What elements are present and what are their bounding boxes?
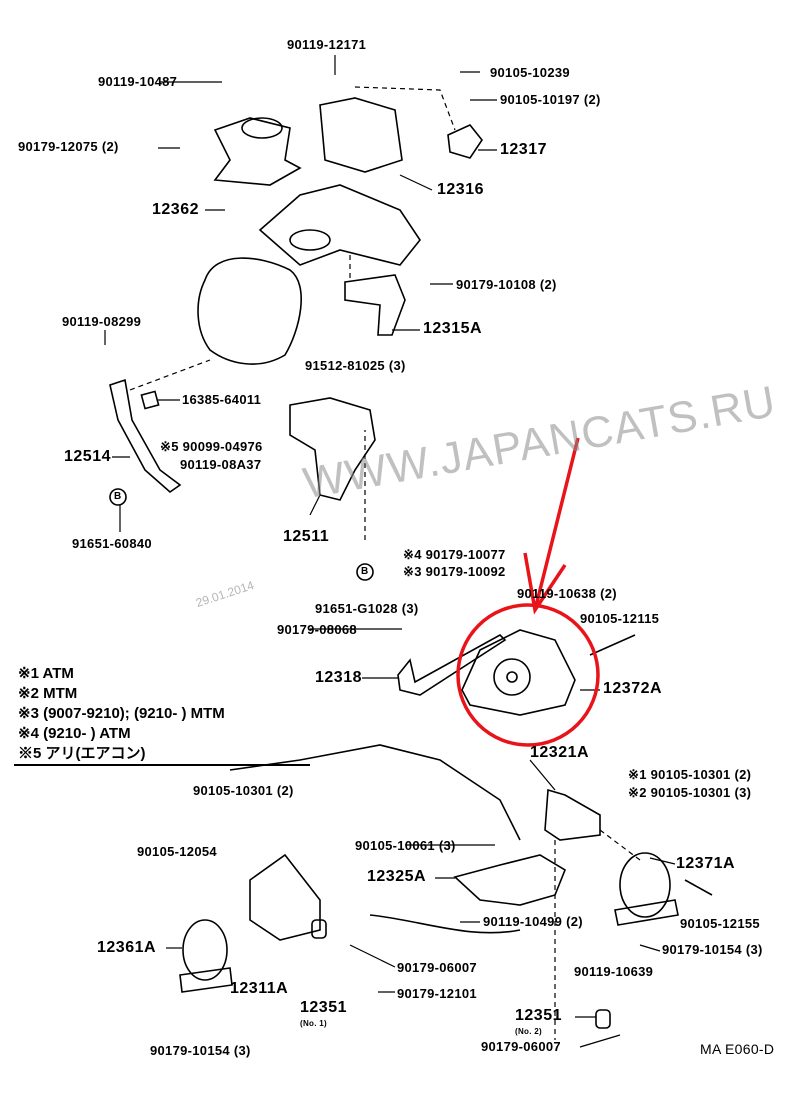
part-label: 12317 [500,141,547,158]
part-label: 91651-60840 [72,536,152,551]
part-label: 91651-G1028 (3) [315,601,419,616]
part-label: 90179-06007 [481,1039,561,1054]
bracket-12315A [344,274,406,336]
legend-divider [14,764,310,766]
part-label: 90119-10499 (2) [483,914,583,929]
marker-b1-circle [109,488,127,506]
bushing-12351-no2 [595,1009,611,1029]
part-label: 90179-12101 [397,986,477,1001]
legend-item: ※1 ATM [18,665,74,682]
bracket-12311A [249,853,321,941]
legend-item: ※3 (9007-9210); (9210- ) MTM [18,705,225,722]
engine-outline [197,257,302,365]
oil-cap [289,229,331,251]
part-label: 90119-12171 [287,37,367,52]
part-label: 12316 [437,181,484,198]
transmission-outline [229,744,521,934]
mount-12371A-base [614,899,679,926]
part-label: 16385-64011 [182,392,262,407]
bracket-12511 [289,397,376,501]
part-label: 12311A [230,980,289,997]
bracket-12321A [544,788,601,841]
part-label: 90119-10638 (2) [517,586,617,601]
part-label: ※2 90105-10301 (3) [628,785,752,800]
spacer-16385-64011 [140,390,160,410]
mount-12371A [619,852,671,918]
marker-b2-circle [356,563,374,581]
part-label: 90119-10487 [98,74,178,89]
part-label: 90105-10197 (2) [500,92,601,107]
mount-12372A-ring [493,658,531,696]
engine-block [258,184,421,266]
part-label: 12321A [530,744,590,761]
part-label: 90119-10639 [574,964,654,979]
bracket-12316 [319,97,403,173]
part-note: (No. 1) [300,1019,327,1028]
mount-12361A-base [179,967,233,993]
mount-12362-top [241,117,283,139]
leader-lines [104,55,676,1048]
highlight-circle [456,603,600,747]
part-label: 90119-08299 [62,314,142,329]
legend: ※1 ATM ※2 MTM ※3 (9007-9210); (9210- ) M… [18,664,225,764]
part-label: 12361A [97,939,157,956]
part-label: ※3 90179-10092 [403,564,506,579]
part-label: 90105-10061 (3) [355,838,456,853]
mount-12361A [182,919,228,981]
part-label: 90105-12115 [580,611,660,626]
part-label: 90179-06007 [397,960,477,975]
part-label: 90105-12155 [680,916,760,931]
part-label: 12371A [676,855,736,872]
part-label: 12351 [300,999,347,1016]
bushing-12351-no1 [311,919,327,939]
part-label: 12315A [423,320,483,337]
bracket-12317 [447,124,483,159]
legend-item: ※4 (9210- ) ATM [18,725,131,742]
bracket-12325A [453,854,566,906]
bracket-12318 [397,634,507,696]
mount-12372A-hub [506,671,518,683]
part-label: 90105-10301 (2) [193,783,294,798]
part-label: 90105-12054 [137,844,217,859]
part-label: 90179-10154 (3) [150,1043,251,1058]
part-label: ※1 90105-10301 (2) [628,767,752,782]
bolt-90105-12155 [684,879,713,896]
mount-12362 [213,117,302,186]
mount-12372A [461,629,576,716]
part-label: 90179-12075 (2) [18,139,119,154]
diagram-code: MA E060-D [700,1041,775,1057]
marker-b1: B [114,491,122,502]
part-label: 90179-08068 [277,622,357,637]
part-label: 12372A [603,680,663,697]
highlight-arrow [523,437,580,615]
bracket-12514 [109,378,182,494]
part-label: 91512-81025 (3) [305,358,406,373]
legend-item: ※2 MTM [18,685,78,702]
part-label: 90119-08A37 [180,457,262,472]
part-label: 12362 [152,201,199,218]
bolt-90105-12115 [589,634,636,656]
part-label: 90179-10154 (3) [662,942,763,957]
marker-b2: B [361,566,369,577]
part-label: 90105-10239 [490,65,570,80]
part-label: 12351 [515,1007,562,1024]
part-note: (No. 2) [515,1027,542,1036]
part-label: 12318 [315,669,362,686]
part-label: ※5 90099-04976 [160,439,263,454]
dashed-guides [129,86,641,1040]
part-label: 12325A [367,868,427,885]
part-label: 12514 [64,448,111,465]
part-label: ※4 90179-10077 [403,547,506,562]
part-label: 90179-10108 (2) [456,277,557,292]
part-label: 12511 [283,528,330,545]
legend-item: ※5 アリ(エアコン) [18,745,146,762]
